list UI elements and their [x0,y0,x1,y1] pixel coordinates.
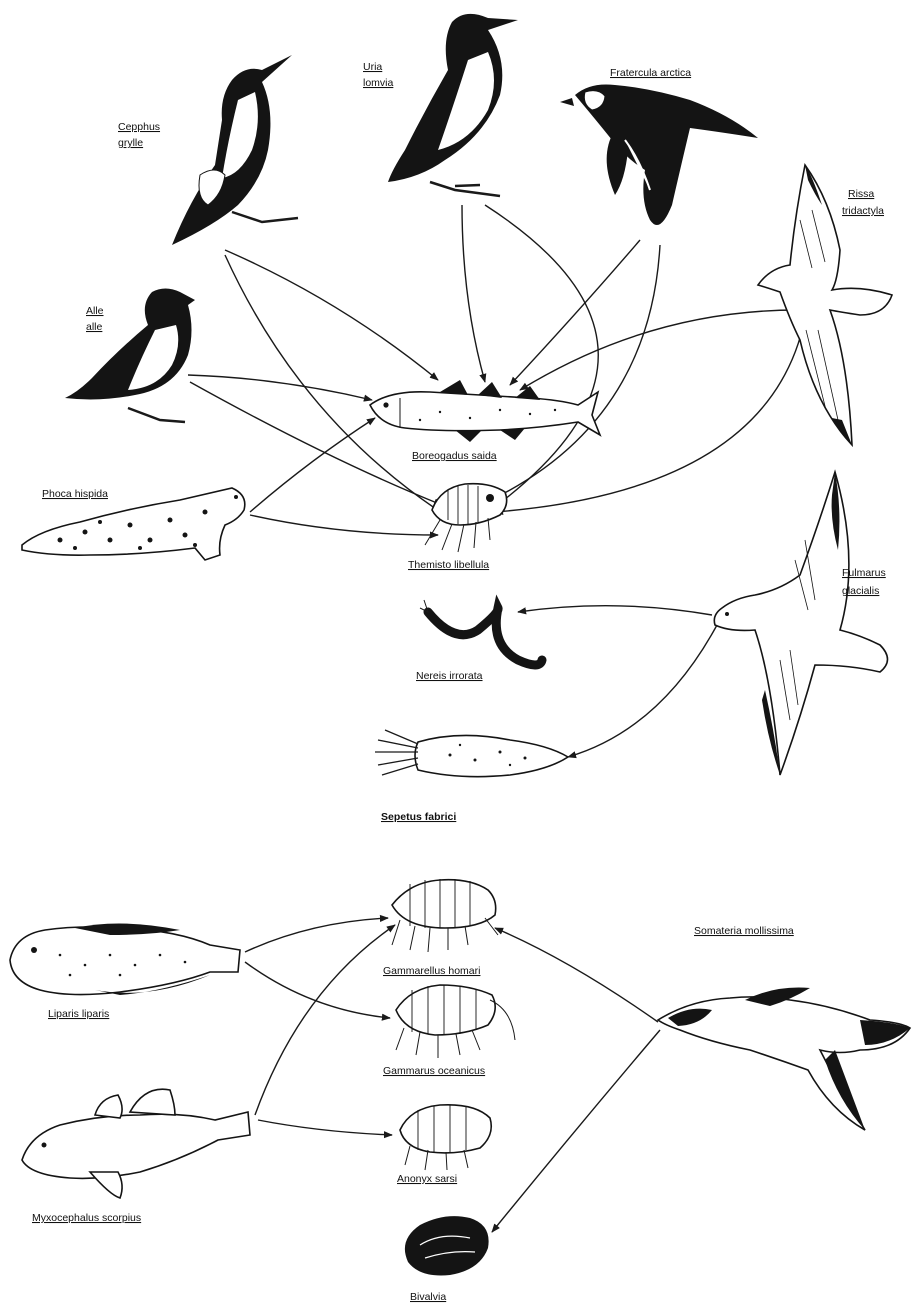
liparis-liparis-illustration [10,923,240,995]
label-somateria-mollissima: Somateria mollissima [694,925,794,937]
label-sepetus-fabrici: Sepetus fabrici [381,811,456,823]
label-boreogadus-saida: Boreogadus saida [412,450,497,462]
fratercula-arctica-illustration [560,84,758,225]
label-rissa-tridactyla-line1: Rissa [848,188,874,200]
label-nereis-irrorata: Nereis irrorata [416,670,483,682]
fulmarus-glacialis-illustration [714,472,887,775]
link-myxocephalus-to-gammarellus [255,925,395,1115]
link-phoca-to-boreogadus [250,418,375,512]
label-gammarus-oceanicus: Gammarus oceanicus [383,1065,485,1077]
link-cepphus-to-themisto [225,255,445,515]
link-uria-to-themisto [485,205,598,512]
uria-lomvia-illustration [388,14,518,196]
links [188,205,805,1232]
label-fratercula-arctica: Fratercula arctica [610,67,691,79]
label-anonyx-sarsi: Anonyx sarsi [397,1173,457,1185]
alle-alle-illustration [65,289,195,423]
myxocephalus-scorpius-illustration [22,1089,250,1198]
label-uria-lomvia-line1: Uria [363,61,382,73]
label-phoca-hispida: Phoca hispida [42,488,108,500]
link-rissa-to-boreogadus [520,310,798,390]
link-fratercula-to-themisto [495,245,660,498]
link-somateria-to-gammarellus [495,928,658,1022]
link-liparis-to-gammarus [245,962,390,1018]
link-fulmarus-to-sepetus [568,625,717,757]
sepetus-fabrici-illustration [375,730,568,777]
somateria-mollissima-illustration [658,988,910,1131]
label-bivalvia: Bivalvia [410,1291,446,1303]
nereis-irrorata-illustration [420,600,542,665]
bivalvia-illustration [405,1216,489,1275]
boreogadus-saida-illustration [370,380,600,442]
label-liparis-liparis: Liparis liparis [48,1008,109,1020]
link-uria-to-boreogadus [462,205,485,382]
cepphus-grylle-illustration [172,55,298,245]
label-fulmarus-glacialis-line2: glacialis [842,585,879,597]
themisto-libellula-illustration [425,484,507,552]
link-phoca-to-themisto [250,515,438,535]
anonyx-sarsi-illustration [400,1105,491,1170]
gammarus-oceanicus-illustration [396,985,515,1058]
label-myxocephalus-scorpius: Myxocephalus scorpius [32,1212,141,1224]
label-alle-alle-line1: Alle [86,305,104,317]
label-rissa-tridactyla-line2: tridactyla [842,205,884,217]
link-myxocephalus-to-anonyx [258,1120,392,1135]
label-cepphus-grylle-line2: grylle [118,137,143,149]
label-fulmarus-glacialis-line1: Fulmarus [842,567,886,579]
label-alle-alle-line2: alle [86,321,103,333]
gammarellus-homari-illustration [392,879,498,952]
label-cepphus-grylle-line1: Cepphus [118,121,160,133]
link-fratercula-to-boreogadus [510,240,640,385]
link-somateria-to-bivalvia [492,1030,660,1232]
label-themisto-libellula: Themisto libellula [408,559,489,571]
label-uria-lomvia-line2: lomvia [363,77,394,89]
link-fulmarus-to-nereis [518,606,712,615]
label-gammarellus-homari: Gammarellus homari [383,965,480,977]
link-cepphus-to-boreogadus [225,250,438,380]
